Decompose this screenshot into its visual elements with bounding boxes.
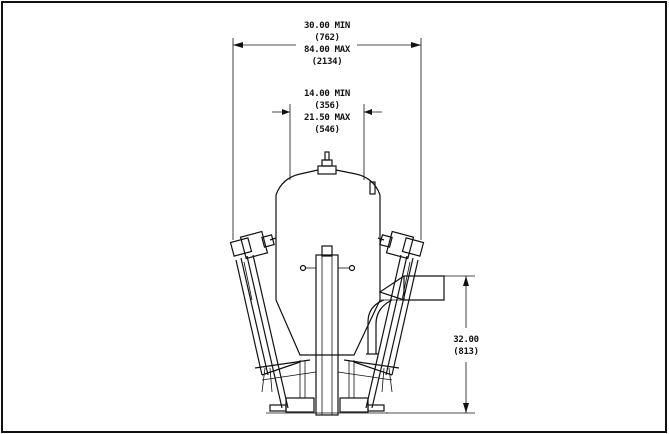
outer-width-min: 30.00 MIN: [304, 21, 350, 31]
height-value-mm: (813): [453, 347, 479, 357]
discharge-chute: [366, 275, 445, 355]
inner-width-max: 21.50 MAX: [304, 113, 351, 123]
outer-width-dimension: 30.00 MIN (762) 84.00 MAX (2134): [232, 21, 422, 240]
right-leg-assembly: [337, 230, 425, 413]
inner-width-min: 14.00 MIN: [304, 89, 350, 99]
inner-width-dimension: 14.00 MIN (356) 21.50 MAX (546): [272, 89, 382, 180]
outer-width-max-mm: (2134): [312, 57, 343, 67]
inner-width-min-mm: (356): [314, 101, 340, 111]
height-dimension: 32.00 (813): [386, 275, 479, 414]
height-value: 32.00: [453, 335, 479, 345]
left-leg-assembly: [229, 230, 317, 413]
inner-width-max-mm: (546): [314, 125, 340, 135]
outer-width-min-mm: (762): [314, 33, 340, 43]
outer-width-max: 84.00 MAX: [304, 45, 351, 55]
hopper-body: [275, 151, 381, 416]
